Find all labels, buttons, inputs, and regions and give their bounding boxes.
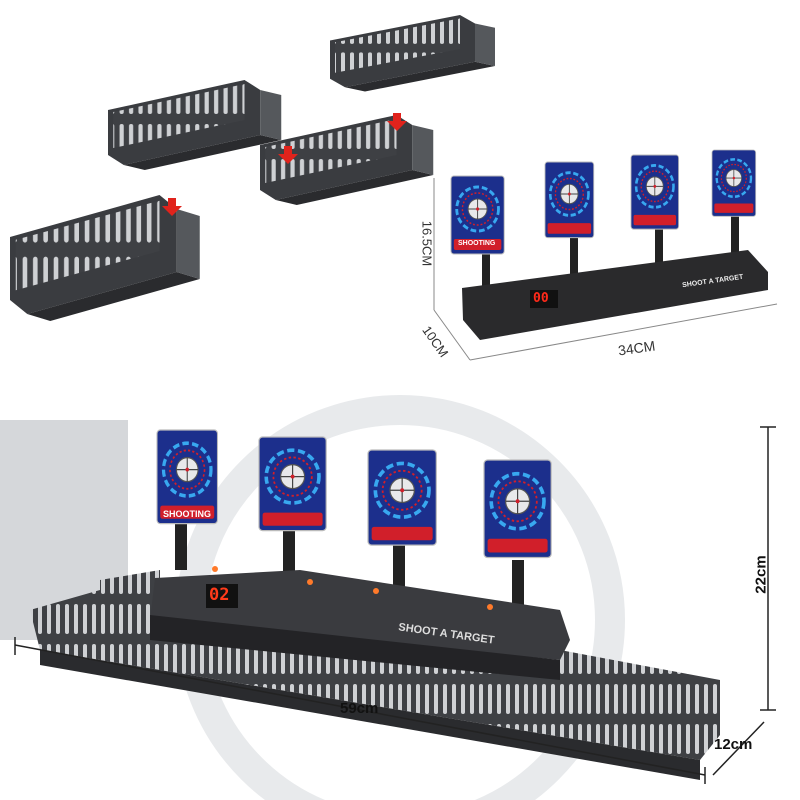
bottom-height-label: 22cm — [752, 555, 770, 594]
target-plate — [482, 458, 554, 560]
top-target-label: SHOOTING — [458, 240, 496, 247]
target-plate — [257, 435, 329, 533]
target-plate — [366, 448, 439, 547]
tray-piece — [108, 80, 282, 170]
bottom-depth-label: 12cm — [714, 736, 753, 753]
led-light — [212, 566, 218, 572]
target-plate — [629, 153, 681, 231]
score-display — [206, 584, 238, 608]
target-plate — [543, 160, 596, 240]
bottom-width-label: 59cm — [340, 700, 379, 717]
score-display — [530, 290, 558, 308]
led-light — [373, 588, 379, 594]
target-plate — [710, 148, 757, 218]
small-target-set — [433, 148, 778, 361]
led-light — [487, 604, 493, 610]
top-height-label: 16.5CM — [419, 220, 435, 267]
tray-assembly-diagram — [10, 15, 495, 321]
tray-piece — [330, 15, 495, 92]
dimension-lines — [14, 426, 776, 784]
bottom-target-label: SHOOTING — [163, 509, 212, 519]
large-target-set — [30, 428, 720, 780]
bottom-score-value: 02 — [209, 585, 230, 605]
top-score-value: 00 — [533, 291, 549, 306]
led-light — [307, 579, 313, 585]
